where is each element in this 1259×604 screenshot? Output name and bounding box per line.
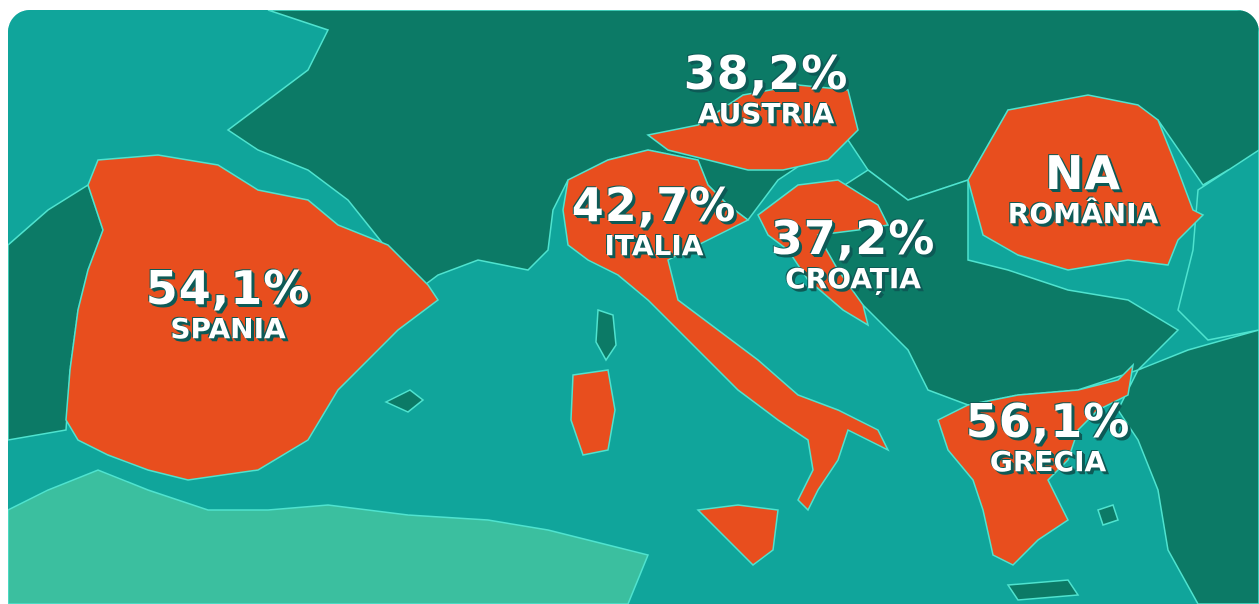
- island-sardinia: [570, 369, 616, 456]
- label-romania: NA ROMÂNIA: [983, 150, 1183, 228]
- country-spain: [65, 154, 440, 481]
- romania-value: NA: [1044, 146, 1122, 200]
- europe-map: [8, 10, 1259, 604]
- country-greece: [937, 362, 1135, 566]
- austria-value: 38,2%: [683, 46, 849, 100]
- sea-black: [1177, 149, 1259, 341]
- greece-name: GRECIA: [989, 445, 1107, 478]
- country-austria: [646, 84, 859, 171]
- country-italy: [562, 149, 890, 512]
- map-frame: 54,1% SPANIA 42,7% ITALIA 38,2% AUSTRIA …: [8, 10, 1259, 604]
- land-africa: [8, 469, 650, 604]
- island-sicily: [696, 504, 779, 566]
- croatia-value: 37,2%: [770, 211, 936, 265]
- label-italy: 42,7% ITALIA: [564, 182, 744, 260]
- country-romania: [967, 94, 1205, 271]
- greece-value: 56,1%: [965, 394, 1131, 448]
- croatia-name: CROAȚIA: [785, 262, 921, 295]
- label-spain: 54,1% SPANIA: [138, 265, 318, 343]
- label-austria: 38,2% AUSTRIA: [671, 50, 861, 128]
- spain-name: SPANIA: [170, 312, 286, 345]
- island-aegean: [1097, 504, 1119, 526]
- romania-name: ROMÂNIA: [1007, 197, 1159, 230]
- label-croatia: 37,2% CROAȚIA: [758, 215, 948, 293]
- austria-name: AUSTRIA: [697, 97, 835, 130]
- italy-name: ITALIA: [604, 229, 704, 262]
- land-turkey: [1117, 329, 1259, 604]
- island-corsica: [595, 308, 617, 362]
- spain-value: 54,1%: [145, 261, 311, 315]
- island-crete: [1006, 579, 1080, 601]
- island-balearic: [384, 389, 425, 413]
- label-greece: 56,1% GRECIA: [963, 398, 1133, 476]
- italy-value: 42,7%: [571, 178, 737, 232]
- country-croatia: [757, 179, 890, 327]
